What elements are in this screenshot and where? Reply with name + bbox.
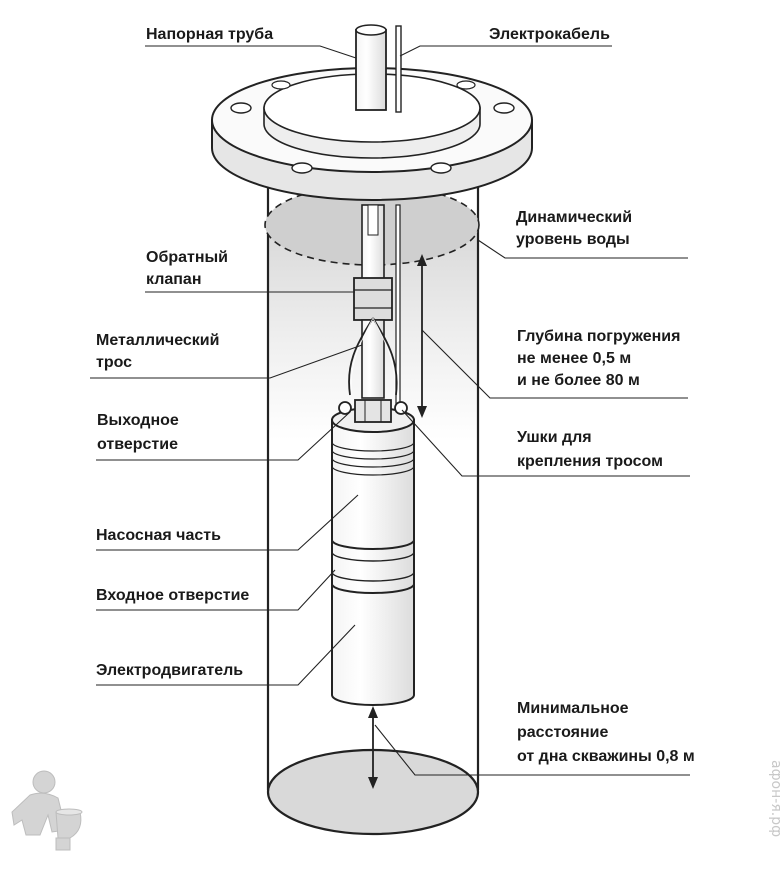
- label-min-distance-1: Минимальное: [517, 700, 629, 717]
- outlet-nut: [354, 399, 392, 423]
- depth-arrow: [417, 254, 427, 418]
- eyelet-right: [394, 401, 408, 415]
- bolt-hole: [230, 102, 252, 114]
- well-casing: [266, 180, 480, 836]
- label-depth-3: и не более 80 м: [517, 372, 640, 389]
- leader-lines: [90, 45, 690, 776]
- bolt-hole: [493, 102, 515, 114]
- watermark: афон-я.рф: [768, 760, 780, 837]
- label-pump-part: Насосная часть: [96, 527, 221, 544]
- bolt-hole: [456, 80, 476, 90]
- label-min-distance-2: расстояние: [517, 724, 608, 741]
- label-eyelets-2: крепления тросом: [517, 453, 663, 470]
- label-electric-cable: Электрокабель: [489, 26, 610, 43]
- label-dynamic-level-1: Динамический: [516, 209, 632, 226]
- label-metal-rope-2: трос: [96, 354, 132, 371]
- bolt-hole: [271, 80, 291, 90]
- eyelet-left: [338, 401, 352, 415]
- label-eyelets-1: Ушки для: [517, 429, 592, 446]
- metal-rope: [348, 317, 398, 396]
- pressure-pipe: [355, 24, 387, 111]
- lower-pipe: [361, 319, 385, 399]
- label-min-distance-3: от дна скважины 0,8 м: [517, 748, 695, 765]
- bottom-distance-arrow: [368, 706, 378, 789]
- label-inlet: Входное отверстие: [96, 587, 249, 604]
- label-dynamic-level-2: уровень воды: [516, 231, 630, 248]
- bolt-hole: [430, 162, 452, 174]
- label-depth-1: Глубина погружения: [517, 328, 680, 345]
- label-metal-rope-1: Металлический: [96, 332, 219, 349]
- plumber-mascot-icon: [11, 770, 83, 851]
- label-check-valve-1: Обратный: [146, 249, 228, 266]
- labels: Напорная труба Электрокабель Динамически…: [96, 26, 695, 765]
- pump-body: [331, 399, 415, 706]
- label-outlet-1: Выходное: [97, 412, 179, 429]
- label-motor: Электродвигатель: [96, 662, 243, 679]
- check-valve: [353, 277, 393, 321]
- riser-pipe: [361, 204, 385, 284]
- label-check-valve-2: клапан: [146, 271, 202, 288]
- label-outlet-2: отверстие: [97, 436, 178, 453]
- label-pressure-pipe: Напорная труба: [146, 26, 273, 43]
- bolt-hole: [291, 162, 313, 174]
- electric-cable-top: [395, 25, 402, 113]
- label-depth-2: не менее 0,5 м: [517, 350, 631, 367]
